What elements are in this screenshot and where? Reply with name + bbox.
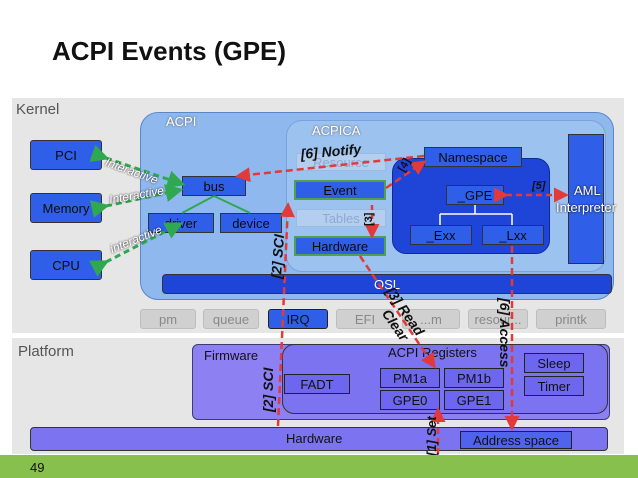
sleep-box: Sleep — [524, 353, 584, 373]
tab-printk: printk — [536, 309, 606, 329]
osl-bar: OSL — [162, 274, 612, 294]
platform-hardware-label: Hardware — [286, 431, 343, 446]
firmware-label: Firmware — [204, 348, 259, 363]
tab-queue: queue — [203, 309, 259, 329]
sci-arrow — [276, 202, 295, 427]
resource-box: Resource — [296, 153, 386, 171]
fadt-box: FADT — [284, 374, 350, 394]
exx-box: _Exx — [410, 225, 472, 245]
tab-mm: ...m — [402, 309, 460, 329]
timer-box: Timer — [524, 376, 584, 396]
interpreter-label: Interpreter — [556, 200, 616, 215]
page-title: ACPI Events (GPE) — [52, 36, 287, 66]
sci-top-label: [2] SCI — [268, 233, 288, 280]
namespace-box: Namespace — [424, 147, 522, 167]
event-namespace-arrow — [385, 160, 427, 190]
gpe-box: _GPE — [446, 185, 504, 205]
gpe1-box: GPE1 — [444, 390, 504, 410]
hardware-box: Hardware — [294, 236, 386, 256]
bus-box: bus — [182, 176, 246, 196]
interactive-arrow-cpu — [89, 222, 184, 277]
sci-bottom-label: [2] SCI — [260, 367, 276, 412]
acpi-label: ACPI — [166, 114, 197, 129]
device-memory: Memory — [30, 193, 102, 223]
bus-device-line — [213, 195, 251, 214]
aml-step-label: [5] — [532, 180, 546, 192]
aml-label: AML — [574, 183, 601, 198]
platform-label: Platform — [18, 343, 74, 360]
set-label: [1] Set — [424, 416, 439, 456]
notify-arrow — [235, 154, 425, 183]
event-box: Event — [294, 180, 386, 200]
read-clear-arrow — [358, 255, 436, 369]
pm1b-box: PM1b — [444, 368, 504, 388]
page-number: 49 — [30, 460, 45, 475]
lxx-box: _Lxx — [482, 225, 544, 245]
interactive-arrow-memory — [90, 184, 184, 218]
kernel-label: Kernel — [16, 101, 60, 118]
acpica-label: ACPICA — [312, 123, 361, 138]
pm1a-box: PM1a — [380, 368, 440, 388]
device-box: device — [220, 213, 282, 233]
tables-box: Tables — [296, 209, 386, 227]
gpe0-box: GPE0 — [380, 390, 440, 410]
access-label: [6] Access — [497, 298, 513, 368]
tab-efi: EFI — [336, 309, 394, 329]
footer-bar — [0, 455, 638, 478]
interactive-arrow-pci — [89, 144, 186, 188]
bus-driver-line — [181, 195, 215, 214]
address-space-box: Address space — [460, 431, 572, 449]
tab-pm: pm — [140, 309, 196, 329]
tables-step-label: [3] — [363, 212, 375, 226]
